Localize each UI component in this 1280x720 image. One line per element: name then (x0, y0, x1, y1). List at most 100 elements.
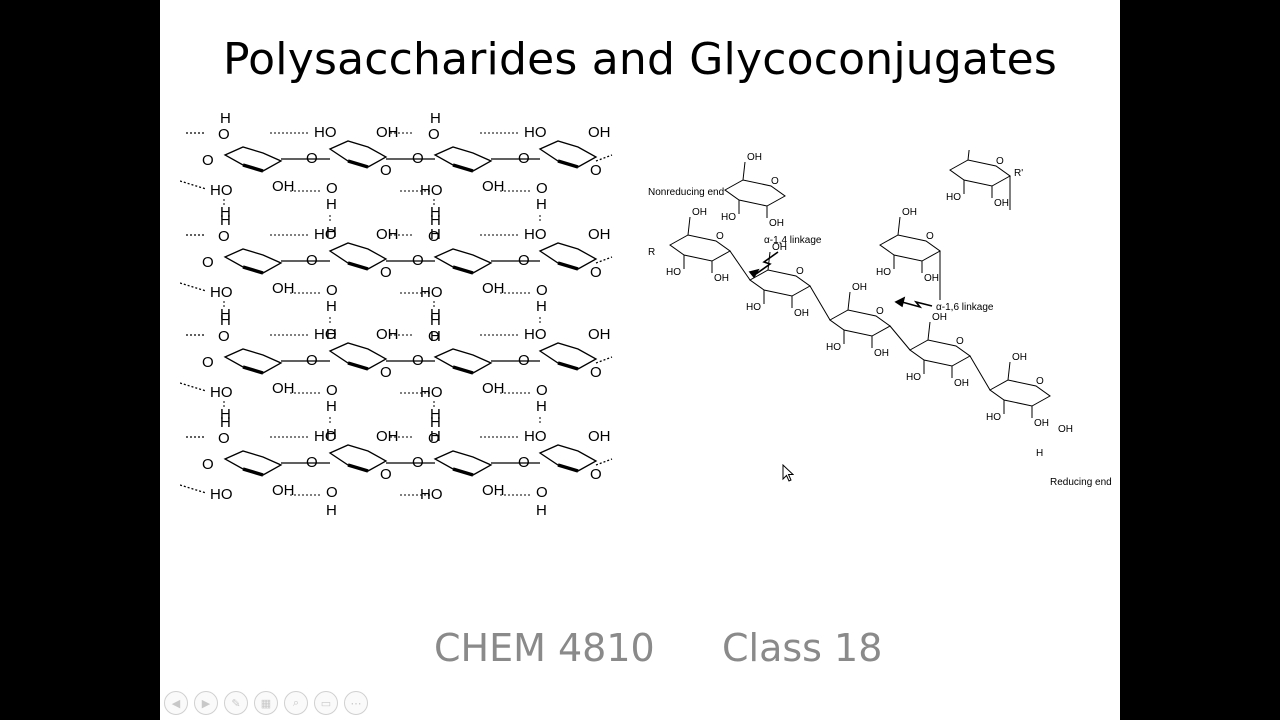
glucose-ring (669, 216, 731, 273)
glucose-ring (989, 361, 1051, 418)
hydrogen-label: H (326, 326, 337, 343)
hydroxyl-label: HO (524, 326, 547, 343)
oxygen-label: O (380, 264, 392, 281)
zoom-icon[interactable]: ⌕ (284, 691, 308, 715)
oxygen-label: O (412, 150, 424, 167)
reducing-end-label: Reducing end (1050, 477, 1112, 488)
oxygen-label: O (326, 382, 338, 399)
glucose-ring (724, 161, 786, 218)
oxygen-label: O (306, 454, 318, 471)
r-group-label: R (648, 247, 655, 258)
hydrogen-label: H (326, 502, 337, 519)
cellulose-chain (180, 234, 613, 294)
hydroxyl-label: OH (1058, 424, 1073, 435)
hydrogen-label: H (430, 328, 441, 345)
oxygen-label: O (326, 484, 338, 501)
slideshow-toolbar: ◀▶✎▦⌕▭⋯ (160, 688, 368, 718)
hydroxyl-label: OH (376, 428, 399, 445)
slide-title: Polysaccharides and Glycoconjugates (223, 34, 1057, 85)
hydroxyl-label: HO (420, 486, 443, 503)
oxygen-label: O (202, 152, 214, 169)
hydroxyl-label: HO (524, 428, 547, 445)
hydroxyl-label: HO (210, 182, 233, 199)
glucose-ring (829, 291, 891, 348)
hydroxyl-label: HO (946, 192, 961, 203)
hydroxyl-label: OH (482, 178, 505, 195)
prev-arrow-icon[interactable]: ◀ (164, 691, 188, 715)
hydroxyl-label: OH (714, 273, 729, 284)
hydroxyl-label: HO (826, 342, 841, 353)
oxygen-label: O (428, 430, 440, 447)
hydroxyl-label: HO (524, 226, 547, 243)
hydroxyl-label: HO (420, 384, 443, 401)
oxygen-label: O (306, 352, 318, 369)
oxygen-label: O (412, 454, 424, 471)
slides-icon[interactable]: ▦ (254, 691, 278, 715)
oxygen-label: O (518, 352, 530, 369)
hydroxyl-label: HO (314, 428, 337, 445)
hydrogen-label: H (326, 196, 337, 213)
hydroxyl-label: OH (902, 207, 917, 218)
pen-icon[interactable]: ✎ (224, 691, 248, 715)
hydrogen-label: H (1036, 448, 1043, 459)
oxygen-label: O (412, 252, 424, 269)
hydrogen-label: H (326, 298, 337, 315)
oxygen-label: O (428, 228, 440, 245)
oxygen-label: O (590, 264, 602, 281)
hydroxyl-label: HO (721, 212, 736, 223)
hydroxyl-label: HO (314, 124, 337, 141)
hydroxyl-label: OH (747, 152, 762, 163)
hydrogen-label: H (430, 428, 441, 445)
oxygen-label: O (1036, 376, 1044, 387)
hydrogen-label: H (220, 312, 231, 329)
hydrogen-label: H (430, 110, 441, 127)
reducing-end-labels: OH H (1036, 424, 1073, 459)
hydroxyl-label: OH (932, 312, 947, 323)
oxygen-label: O (218, 328, 230, 345)
hydrogen-label: H (430, 204, 441, 221)
glucose-ring (879, 216, 941, 273)
oxygen-label: O (796, 266, 804, 277)
hydrogen-label: H (220, 204, 231, 221)
hydroxyl-label: HO (524, 124, 547, 141)
hydrogen-label: H (220, 110, 231, 127)
hydrogen-label: H (430, 312, 441, 329)
oxygen-label: O (380, 466, 392, 483)
hydroxyl-label: HO (420, 182, 443, 199)
hydroxyl-label: OH (376, 124, 399, 141)
hydroxyl-label: HO (314, 226, 337, 243)
oxygen-label: O (326, 180, 338, 197)
hydroxyl-label: OH (482, 280, 505, 297)
hydroxyl-label: HO (420, 284, 443, 301)
subtitle-icon[interactable]: ▭ (314, 691, 338, 715)
oxygen-label: O (326, 282, 338, 299)
next-arrow-icon[interactable]: ▶ (194, 691, 218, 715)
hydrogen-label: H (326, 398, 337, 415)
glycosidic-bonds (729, 176, 1011, 391)
glucose-ring (749, 251, 811, 308)
hydroxyl-label: OH (376, 226, 399, 243)
hydroxyl-label: OH (272, 380, 295, 397)
hydrogen-label: H (430, 414, 441, 431)
hydroxyl-label: OH (588, 326, 611, 343)
hydroxyl-label: OH (272, 280, 295, 297)
oxygen-label: O (218, 126, 230, 143)
mouse-cursor-icon (782, 464, 794, 482)
hydroxyl-label: OH (852, 282, 867, 293)
hydrogen-label: H (430, 406, 441, 423)
more-icon[interactable]: ⋯ (344, 691, 368, 715)
hydroxyl-label: OH (994, 198, 1009, 209)
hydrogen-label: H (326, 426, 337, 443)
class-number: Class 18 (722, 626, 883, 670)
oxygen-label: O (716, 231, 724, 242)
oxygen-label: O (590, 466, 602, 483)
